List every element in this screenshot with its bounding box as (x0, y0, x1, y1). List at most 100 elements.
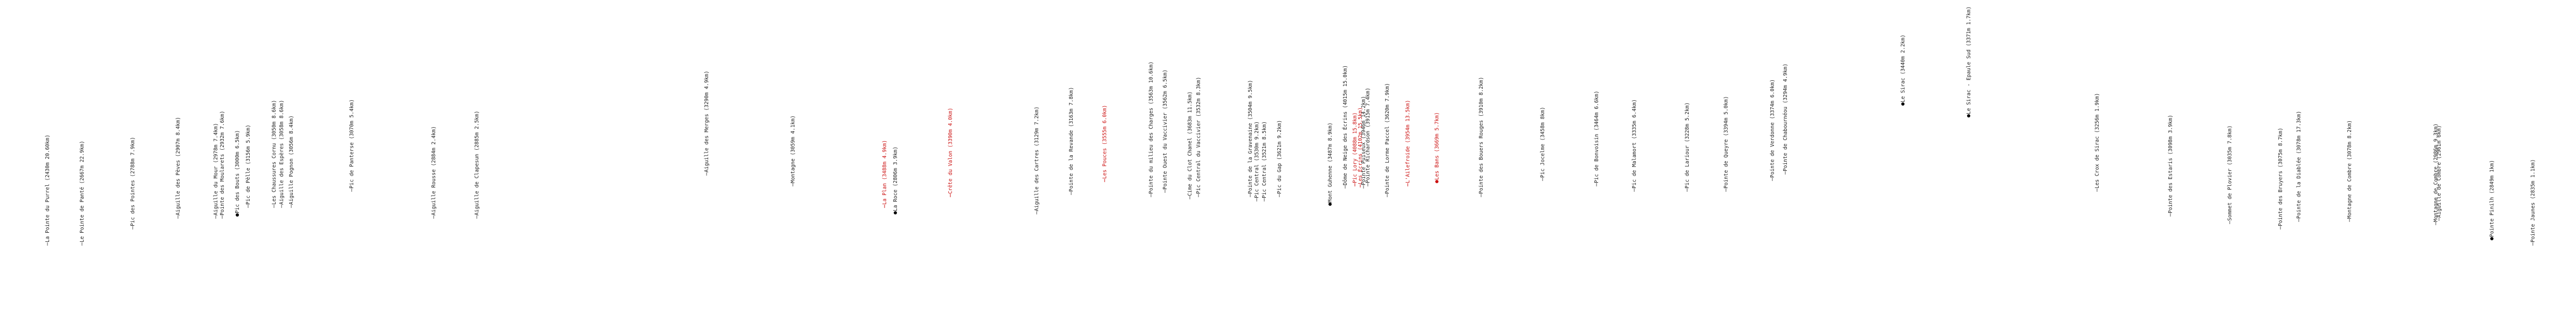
peak-annotation: Pic Lory (4088m 15.8km) (1352, 112, 1358, 186)
peak-annotation: Pointe des Bruyers (3075m 8.7km) (2278, 128, 2284, 229)
peak-label: Pointe des Bruyers (3075m 8.7km) (2278, 128, 2284, 226)
peak-label: Pointe de la Revande (3163m 7.8km) (1068, 87, 1074, 192)
peak-annotation: La Pointe du Purrel (2430m 20.60km) (45, 135, 51, 246)
peak-annotation: La Plan (3488m 4.9km) (882, 140, 888, 208)
peak-annotation: Pointe de la Gravenaine (3504m 9.5km) (1248, 80, 1253, 197)
peak-label: Pointe Jaunes (2835m 1.1km) (2530, 159, 2536, 242)
peak-label: Aiguille des Espères (3058m 8.6km) (279, 100, 285, 205)
peak-label: Les Crox de Sirac (3256m 1.9km) (2094, 93, 2100, 189)
peak-label: Mont Guhenne (3487m 8.9km) (1327, 122, 1333, 203)
peak-label: Le Pointe de Panté (2667m 22.9km) (79, 141, 85, 242)
peak-label: Aiguille de Clapesun (2885m 2.5km) (474, 111, 480, 215)
peak-annotation: Pic de Lariour (3228m 5.2km) (1684, 102, 1690, 192)
peak-label: Le Sirac (3440m 2.2km) (1900, 34, 1906, 102)
peak-annotation: Montagne (3059m 4.1km) (790, 115, 796, 186)
peak-annotation: Pic du Gap (3621m 9.2km) (1277, 120, 1283, 197)
peak-label: Pic de Lariour (3228m 5.2km) (1684, 102, 1690, 189)
peak-label: Pic de Pèlle (3156m 5.9km) (245, 124, 251, 205)
peak-label: Pic Lory (4088m 15.8km) (1352, 112, 1358, 183)
peak-label: Pic de Panterse (3070m 5.4km) (349, 99, 355, 189)
peak-label: Pic Jocelme (3458m 8km) (1540, 107, 1546, 178)
summit-marker (2490, 237, 2493, 240)
peak-label: Pointe des Bouers Rouges (3910m 8.2km) (1478, 77, 1484, 194)
peak-annotation: Le Pointe de Panté (2667m 22.9km) (79, 141, 85, 246)
peak-label: Les Écrins (4102m 15.5km) (1357, 107, 1364, 184)
peak-label: La Plan (3488m 4.9km) (882, 140, 888, 205)
peak-label: Pic Central du Vaccivier (3532m 8.3km) (1196, 77, 1202, 194)
peak-annotation: Pointe du milieu des Charges (3563m 10.6… (1148, 61, 1154, 197)
peak-annotation: Les Écrins (4102m 15.5km) (1357, 107, 1364, 187)
peak-annotation: Pic des Bouts (3000m 6.5km) (235, 130, 241, 217)
peak-annotation: Pointe Richardson (3915m 7.4km) (1365, 88, 1371, 186)
summit-marker (1967, 114, 1970, 117)
peak-label: Aiguille des Cartres (3129m 7.2km) (1034, 107, 1040, 211)
peak-annotation: Pic Central (3521m 8.5km) (1262, 121, 1268, 201)
summit-marker (1328, 203, 1332, 206)
peak-label: Les Pouces (3555m 6.0km) (1102, 105, 1108, 179)
peak-label: Pointe Puiseux (3946m 14.2km) (1361, 96, 1367, 185)
peak-label: Pic Central (3530m 9.2km) (1254, 121, 1260, 198)
peak-annotation: Crête du Valon (3390m 4.0km) (948, 108, 954, 197)
peak-annotation: Pointe des Moularets (2932m 7.6km) (220, 111, 225, 219)
peak-label: La Pointe du Purrel (2430m 20.60km) (45, 135, 51, 242)
peak-annotation: La Roce (2806m 3.9km) (893, 147, 899, 214)
peak-annotation: Pointe Puiseux (3946m 14.2km) (1361, 96, 1367, 189)
peak-label: Montagne de Combre (3078m 8.2km) (2347, 120, 2353, 219)
peak-annotation: Montagne de Combre (2986m 9.3km) (2433, 123, 2439, 225)
peak-annotation: Pointe de Lorme Paccel (3620m 7.9km) (1385, 83, 1390, 197)
peak-label: Montagne de Combre (2986m 9.3km) (2433, 123, 2439, 222)
peak-label: Pointe de Verdonne (3374m 6.0km) (1770, 79, 1776, 178)
peak-annotation: Les Bans (3669m 5.7km) (1434, 112, 1440, 183)
peak-annotation: Aiguille des Cartres (3129m 7.2km) (1034, 107, 1040, 214)
peak-label: Les Chaussures Cornu (3050m 8.6km) (271, 100, 277, 205)
peak-annotation: Le Sirac - Epaule Sud (3371m 1.7km) (1966, 6, 1972, 117)
peak-label: Pic de Malamort (3335m 6.4km) (1632, 99, 1638, 189)
peak-label: Sommet de Plovier (3035m 7.8km) (2227, 126, 2233, 221)
peak-label: Pointe de la Diablée (3078m 17.3km) (2296, 111, 2302, 219)
peak-annotation: Pointe de Chabournéou (3294m 4.9km) (1783, 64, 1789, 175)
peak-annotation: Pointe de Verdonne (3374m 6.0km) (1770, 79, 1776, 181)
peak-annotation: Pic Jocelme (3458m 8km) (1540, 107, 1546, 181)
peak-label: L'Ailefroide (3954m 13.5km) (1405, 100, 1411, 183)
peak-annotation: Pic des Pointes (2788m 7.9km) (130, 137, 136, 229)
peak-annotation: Pointe de la Revande (3163m 7.8km) (1068, 87, 1074, 195)
peak-annotation: Le Sirac (3440m 2.2km) (1900, 34, 1906, 106)
peak-annotation: Aiguille de Clapesun (2885m 2.5km) (474, 111, 480, 219)
peak-annotation: Sommet de Plovier (3035m 7.8km) (2227, 126, 2233, 224)
peak-label: Pointe Richardson (3915m 7.4km) (1365, 88, 1371, 183)
peak-label: Pointe des Estaris (3098m 3.9km) (2168, 115, 2174, 213)
peak-label: Aiguille des Merges (3290m 4.9km) (704, 71, 710, 172)
peak-label: Aiguille des Pèves (2907m 8.4km) (175, 117, 181, 215)
peak-annotation: Aiguille Pognon (3056m 8.4km) (289, 115, 294, 208)
peak-annotation: Montagne de Combre (3078m 8.2km) (2347, 120, 2353, 222)
peak-annotation: Les Pouces (3555m 6.0km) (1102, 105, 1108, 182)
peak-label: Pointe du milieu des Charges (3563m 10.6… (1148, 61, 1154, 194)
peak-label: Pic de Bonvoisin (3464m 6.6km) (1594, 91, 1600, 183)
peak-annotation: Aiguille Rousse (2884m 2.4km) (431, 126, 437, 219)
peak-annotation: Dôme de Neige des Écrins (4015m 15.0km) (1342, 65, 1348, 189)
peak-label: Aiguille du Mour (2978m 7.4km) (213, 123, 219, 215)
peak-annotation: Cime du Clot Chanel (3683m 11.5km) (1187, 92, 1193, 199)
peak-annotation: Mont Guhenne (3487m 8.9km) (1327, 122, 1333, 206)
peak-annotation: Aiguille des Pèves (2907m 8.4km) (175, 117, 181, 219)
peak-label: Pointe de Chabournéou (3294m 4.9km) (1783, 64, 1789, 171)
summit-marker (1435, 180, 1438, 183)
peak-annotation: Aiguille des Espères (3058m 8.6km) (279, 100, 285, 208)
peak-annotation: Aiguille du Mour (2978m 7.4km) (213, 123, 219, 219)
peak-label: Cime du Clot Chanel (3683m 11.5km) (1187, 92, 1193, 196)
peak-annotation: Aiguille des Merges (3290m 4.9km) (704, 71, 710, 176)
peak-annotation: Pic de Bonvoisin (3464m 6.6km) (1594, 91, 1600, 186)
peak-label: Montagne (3059m 4.1km) (790, 115, 796, 183)
peak-label: Pointe des Moularets (2932m 7.6km) (220, 111, 225, 215)
summit-marker (894, 211, 897, 214)
summit-marker (1901, 102, 1904, 106)
peak-label: Pointe Ouest du Vaccivier (3562m 6.5km) (1162, 69, 1168, 190)
peak-label: Pointe de Lorme Paccel (3620m 7.9km) (1385, 83, 1390, 194)
peak-label: Pic Central (3521m 8.5km) (1262, 121, 1268, 198)
peak-annotation: Pointe de Queyre (3394m 5.0km) (1723, 96, 1729, 192)
summit-marker (236, 213, 239, 217)
peak-annotation: Les Crox de Sirac (3256m 1.9km) (2094, 93, 2100, 192)
peak-annotation: Pic Central du Vaccivier (3532m 8.3km) (1196, 77, 1202, 197)
peak-annotation: Pointe Ouest du Vaccivier (3562m 6.5km) (1162, 69, 1168, 193)
